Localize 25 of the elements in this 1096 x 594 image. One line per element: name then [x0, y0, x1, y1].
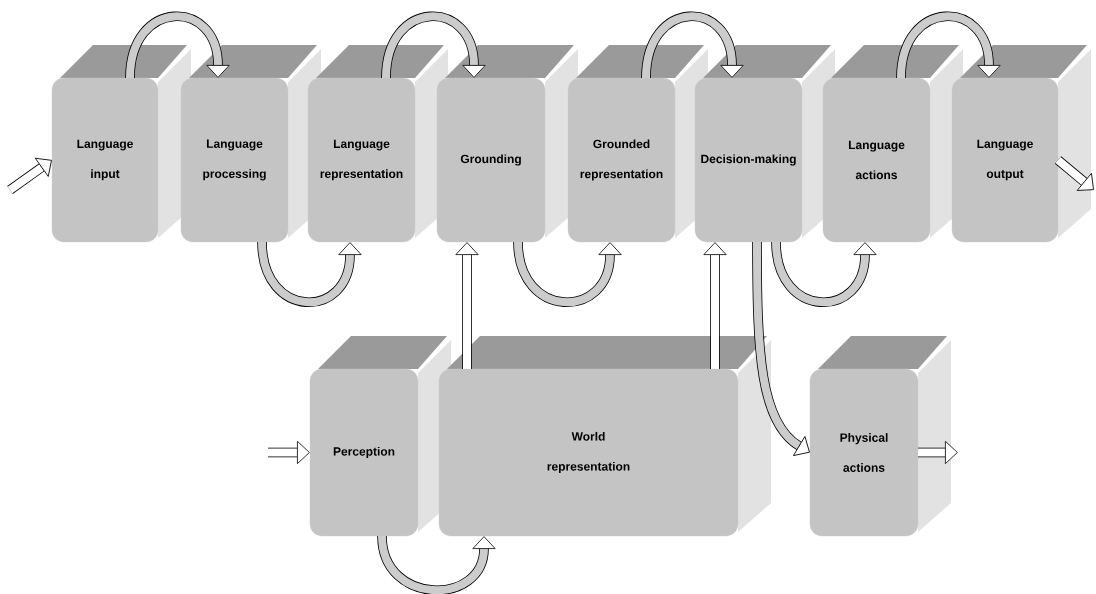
block-arrow: [125, 11, 230, 79]
box-3d: Language representation: [307, 45, 448, 243]
block-arrow: [896, 11, 1001, 79]
box-3d: Language input: [51, 45, 191, 243]
block-arrow: [918, 440, 958, 465]
block-arrow: [771, 241, 877, 307]
box-3d: Language output: [951, 45, 1091, 243]
box-3d: World representation: [438, 336, 771, 537]
block-arrow: [7, 157, 52, 194]
box-3d: Perception: [309, 336, 451, 537]
box-3d: Decision-making: [694, 45, 835, 243]
block-arrow: [455, 242, 479, 369]
block-arrow: [641, 11, 744, 79]
box-3d: Language actions: [822, 45, 963, 243]
box-3d: Physical actions: [809, 336, 951, 537]
block-arrow: [268, 440, 310, 465]
block-arrow: [752, 242, 810, 456]
box-3d: Grounding: [436, 45, 578, 243]
block-arrow: [381, 11, 486, 79]
block-arrow: [1054, 156, 1094, 191]
block-arrow: [257, 241, 362, 307]
box-3d: Language processing: [180, 45, 321, 243]
block-arrow: [513, 241, 622, 307]
block-arrow: [703, 242, 727, 369]
block-arrow: [377, 535, 496, 594]
